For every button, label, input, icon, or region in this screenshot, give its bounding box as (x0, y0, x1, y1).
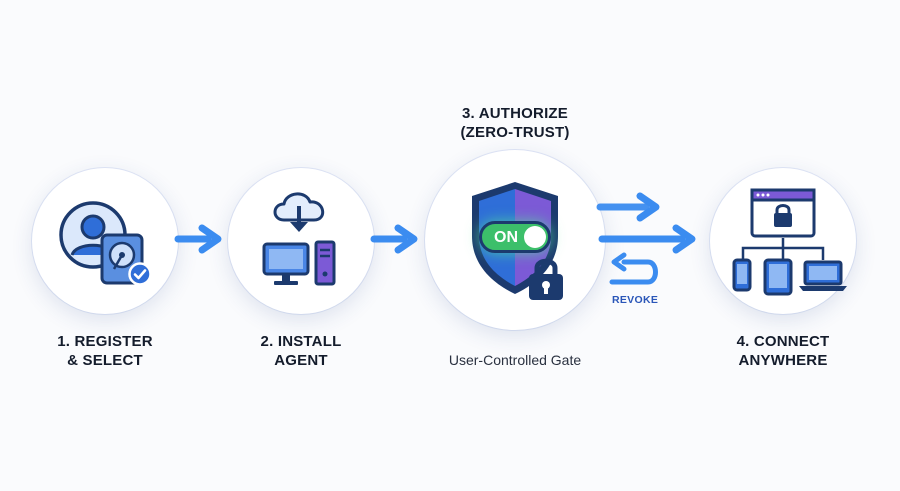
hard-drive-icon (100, 233, 144, 285)
padlock-icon (529, 258, 563, 300)
tower-case-icon (314, 240, 336, 286)
arrow-step1-to-step2 (174, 224, 222, 254)
toggle-label: ON (494, 229, 518, 246)
gate-caption: User-Controlled Gate (448, 352, 582, 368)
checkmark-icon (128, 262, 152, 286)
arrow-main-to-step4 (598, 224, 696, 254)
step-4-label: 4. CONNECT ANYWHERE (736, 333, 830, 369)
revoke-return-arrow (609, 252, 658, 285)
laptop-icon (799, 260, 847, 291)
step-1-label: 1. REGISTER & SELECT (57, 333, 153, 369)
arrow-step2-to-step3 (370, 224, 418, 254)
toggle-knob (524, 226, 546, 248)
revoke-label: REVOKE (612, 294, 659, 306)
step-2-label: 2. INSTALL AGENT (260, 333, 342, 369)
browser-lock-icon (750, 188, 816, 238)
device-connector-lines (741, 238, 825, 260)
step-3-label: 3. AUTHORIZE (ZERO-TRUST) (460, 105, 570, 141)
phone-icon (732, 258, 752, 292)
cloud-download-icon (273, 192, 325, 232)
step-2-circle (228, 168, 374, 314)
tablet-icon (763, 258, 793, 296)
arrow-upper-to-step4 (596, 192, 660, 222)
desktop-computer-icon (262, 242, 310, 285)
toggle-icon[interactable]: ON (479, 221, 551, 253)
